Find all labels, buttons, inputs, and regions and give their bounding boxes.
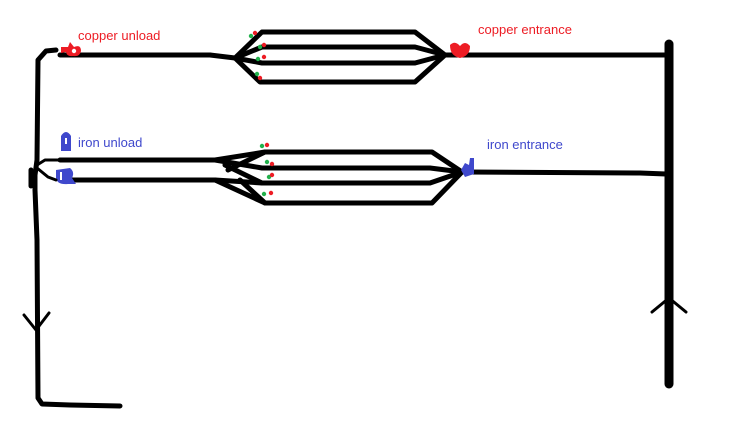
main-line-right <box>650 39 688 389</box>
copper-track-4 <box>232 52 448 85</box>
iron-unload-stop-2-icon <box>56 168 76 185</box>
iron-unload-label: iron unload <box>78 135 142 150</box>
signal-red <box>269 161 275 167</box>
copper-station <box>57 29 672 85</box>
signal-green <box>264 159 270 165</box>
iron-entrance-label: iron entrance <box>487 137 563 152</box>
signal-green <box>255 56 261 62</box>
signal-red <box>269 172 275 178</box>
signal-red <box>264 142 270 148</box>
up-arrow-icon <box>650 296 688 314</box>
copper-unload-label: copper unload <box>78 28 160 43</box>
copper-track-2 <box>232 44 448 61</box>
iron-entrance-line <box>462 169 669 177</box>
iron-track-4 <box>212 169 465 206</box>
iron-entrance-stop-icon <box>461 158 474 177</box>
copper-unload-stop-icon <box>61 42 81 57</box>
signal-green <box>254 71 260 77</box>
signal-red <box>257 75 263 81</box>
down-arrow-icon <box>22 311 51 332</box>
iron-track-2 <box>212 157 465 175</box>
copper-entrance-label: copper entrance <box>478 22 572 37</box>
iron-junction <box>35 158 62 182</box>
signal-green <box>259 143 265 149</box>
copper-signals <box>248 30 267 81</box>
signal-red <box>268 190 274 196</box>
signal-green <box>257 44 263 50</box>
main-line-left <box>22 47 123 409</box>
iron-crossovers <box>222 149 268 206</box>
copper-track-1 <box>207 29 448 61</box>
return-line-left <box>32 47 123 409</box>
copper-track-3 <box>232 52 448 66</box>
iron-track-1 <box>212 149 465 175</box>
iron-station <box>28 132 669 206</box>
signal-green <box>248 33 254 39</box>
signal-green <box>261 191 267 197</box>
signal-red <box>252 30 258 36</box>
signal-red <box>261 54 267 60</box>
iron-signals <box>259 142 275 197</box>
copper-entrance-stop-icon <box>450 42 470 58</box>
signal-red <box>261 42 267 48</box>
